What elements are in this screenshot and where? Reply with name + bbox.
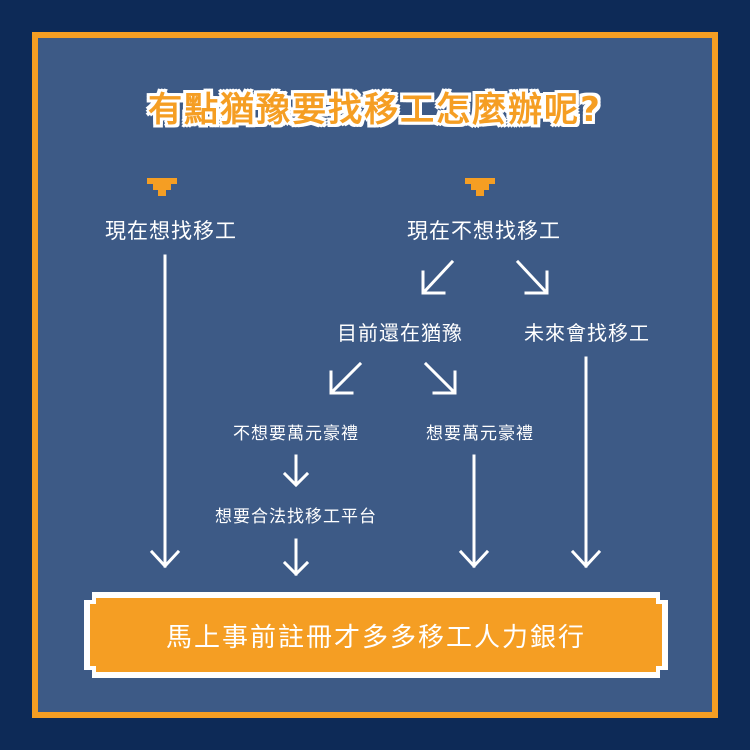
node-want-now: 現在想找移工 xyxy=(105,219,237,243)
arrow-down-icon xyxy=(458,454,490,569)
arrow-down-right-icon xyxy=(515,259,549,295)
arrow-down-left-icon xyxy=(329,361,363,395)
page-title: 有點猶豫要找移工怎麼辦呢? xyxy=(148,90,602,130)
arrow-down-icon xyxy=(282,538,310,577)
arrow-down-icon xyxy=(570,356,602,569)
arrow-down-right-icon xyxy=(423,361,457,395)
arrow-down-icon xyxy=(282,454,310,488)
arrow-down-left-icon xyxy=(421,259,455,295)
register-button[interactable]: 馬上事前註冊才多多移工人力銀行 xyxy=(90,598,662,672)
marker-left-icon xyxy=(147,178,177,196)
node-no-gift: 不想要萬元豪禮 xyxy=(233,424,359,444)
marker-right-icon xyxy=(465,178,495,196)
node-legal-platform: 想要合法找移工平台 xyxy=(215,507,377,527)
node-hesitating: 目前還在猶豫 xyxy=(337,321,463,345)
register-button-label: 馬上事前註冊才多多移工人力銀行 xyxy=(165,622,586,653)
node-future: 未來會找移工 xyxy=(524,321,650,345)
arrow-down-icon xyxy=(149,254,181,569)
node-not-want-now: 現在不想找移工 xyxy=(407,219,561,243)
node-want-gift: 想要萬元豪禮 xyxy=(426,424,534,444)
